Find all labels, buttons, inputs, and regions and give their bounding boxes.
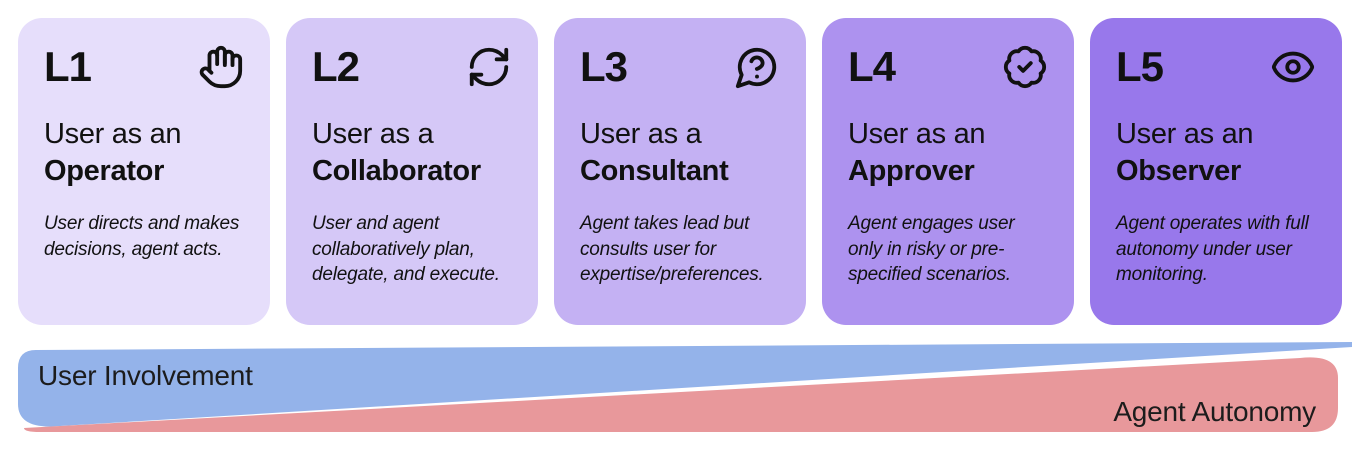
card-header: L5 — [1116, 44, 1316, 90]
user-involvement-label: User Involvement — [38, 360, 253, 391]
level-badge: L3 — [580, 43, 628, 90]
agent-autonomy-wedge — [24, 357, 1338, 432]
card-l5-observer: L5 User as an Observer Agent operates wi… — [1090, 18, 1342, 325]
card-title: User as a Collaborator — [312, 116, 512, 189]
card-description: Agent engages user only in risky or pre-… — [848, 213, 1015, 285]
level-badge: L2 — [312, 43, 360, 90]
title-line1: User as an — [848, 118, 986, 150]
card-title: User as an Operator — [44, 116, 244, 189]
level-badge: L1 — [44, 43, 92, 90]
title-role: Approver — [848, 154, 975, 187]
card-l2-collaborator: L2 User as a Collaborator User and agent… — [286, 18, 538, 325]
title-role: Consultant — [580, 154, 729, 187]
badge-check-icon — [1002, 44, 1048, 90]
hand-icon — [198, 44, 244, 90]
card-description: User directs and makes decisions, agent … — [44, 213, 240, 260]
card-l4-approver: L4 User as an Approver Agent engages use… — [822, 18, 1074, 325]
title-line1: User as a — [312, 118, 434, 150]
spectrum-band — [0, 342, 1356, 444]
card-title: User as an Approver — [848, 116, 1048, 189]
title-line1: User as an — [1116, 118, 1254, 150]
card-description: User and agent collaboratively plan, del… — [312, 213, 500, 285]
card-description: Agent operates with full autonomy under … — [1116, 213, 1309, 285]
eye-icon — [1270, 44, 1316, 90]
card-header: L1 — [44, 44, 244, 90]
card-title: User as an Observer — [1116, 116, 1316, 189]
level-cards-row: L1 User as an Operator User directs and … — [18, 18, 1342, 325]
user-involvement-wedge — [18, 342, 1352, 427]
title-line1: User as a — [580, 118, 702, 150]
title-role: Operator — [44, 154, 165, 187]
card-l1-operator: L1 User as an Operator User directs and … — [18, 18, 270, 325]
level-badge: L4 — [848, 43, 896, 90]
card-header: L3 — [580, 44, 780, 90]
title-role: Collaborator — [312, 154, 481, 187]
level-badge: L5 — [1116, 43, 1164, 90]
spectrum-wedges — [18, 342, 1352, 432]
cycle-icon — [466, 44, 512, 90]
agent-autonomy-label: Agent Autonomy — [1113, 396, 1316, 427]
card-header: L4 — [848, 44, 1048, 90]
question-bubble-icon — [734, 44, 780, 90]
card-header: L2 — [312, 44, 512, 90]
card-l3-consultant: L3 User as a Consultant Agent takes lead… — [554, 18, 806, 325]
card-description: Agent takes lead but consults user for e… — [580, 213, 764, 285]
title-line1: User as an — [44, 118, 182, 150]
title-role: Observer — [1116, 154, 1241, 187]
card-title: User as a Consultant — [580, 116, 780, 189]
